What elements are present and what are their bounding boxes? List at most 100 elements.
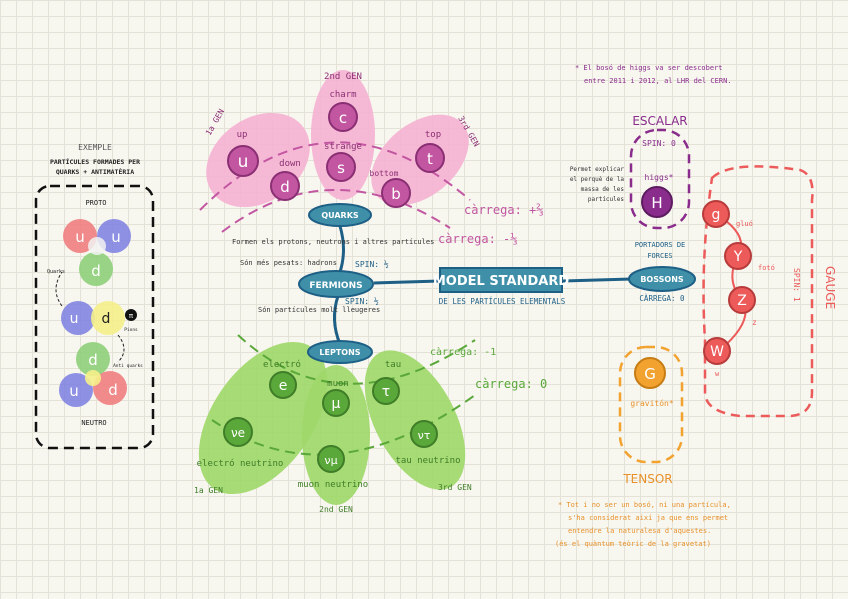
gauge-z-name: z: [752, 318, 757, 327]
gauge-y-symbol: Y: [733, 249, 743, 265]
lepton-e-circle: [269, 371, 297, 399]
lepton-nutau-name: tau neutrino: [395, 456, 460, 466]
lepton-nue-symbol: νe: [231, 426, 245, 440]
proto-d: [79, 252, 113, 286]
higgs-note-4: partícules: [588, 196, 625, 203]
example-box: [34, 184, 155, 450]
lepton-nue-name: electró neutrino: [197, 458, 284, 469]
neutro-u-symbol: u: [69, 382, 79, 400]
example-subtitle-1: PARTÍCULES FORMADES PER: [50, 157, 140, 166]
lepton-mu-circle: [322, 389, 350, 417]
lepton-e-symbol: e: [279, 378, 288, 394]
quarks-group: u d c s t b up down charm strange top bo…: [199, 70, 543, 246]
node-leptons-label: LEPTONS: [319, 348, 360, 357]
lepton-nutau-symbol: ντ: [418, 429, 431, 442]
graviton-circle: [634, 357, 666, 389]
tensor-footnote-4: (és el quàntum teòric de la gravetat): [555, 540, 711, 548]
tensor-footnote-3: entendre la naturalesa d'aquestes.: [568, 527, 711, 535]
higgs-footnote-2: entre 2011 i 2012, al LHR del CERN.: [584, 77, 732, 85]
gauge-chain: [715, 213, 747, 351]
quark-b-circle: [381, 178, 411, 208]
higgs-footnote-1: * El bosó de higgs va ser descobert: [575, 64, 723, 72]
lepton-numu-name: muon neutrino: [298, 480, 368, 490]
stem-leptons: [333, 295, 342, 345]
node-quarks-label: QUARKS: [321, 211, 359, 220]
escalar-spin: SPIN: 0: [642, 139, 676, 148]
higgs-note-3: massa de les: [581, 186, 625, 193]
quarks-mini-label: Quarks: [47, 269, 65, 275]
pi-symbol: π: [129, 312, 134, 320]
lepton-charge-neg: càrrega: -1: [430, 346, 496, 358]
neutro-u: [59, 373, 93, 407]
leptons-note: Són partícules molt lleugeres: [258, 306, 380, 314]
quark-gen2-label: 2nd GEN: [324, 72, 362, 82]
tensor-box: [618, 345, 684, 464]
quarks-note: Formen els protons, neutrons i altres pa…: [232, 238, 434, 246]
pions-label: Pions: [124, 327, 138, 333]
pion-u-symbol: u: [70, 311, 79, 327]
quark-charge-arc-inner: [221, 189, 451, 233]
lepton-gen2-label: 2nd GEN: [319, 505, 353, 514]
quarks-note2: Són més pesats: hadrons: [240, 259, 337, 267]
node-fermions-label: FERMIONS: [309, 281, 362, 291]
lepton-nutau-circle: [410, 420, 438, 448]
fermions-spin: SPIN: ½: [345, 296, 379, 306]
quark-s-symbol: s: [337, 159, 345, 177]
proto-d-symbol: d: [91, 262, 101, 280]
quark-up-name: up: [237, 130, 248, 140]
higgs-circle: [641, 186, 673, 218]
center-subtitle: DE LES PARTÍCULES ELEMENTALS: [439, 297, 566, 306]
tensor-footnote-2: s'ha considerat així ja que ens permet: [568, 514, 728, 522]
quark-charge-arc-outer: [199, 141, 471, 211]
lepton-tau-symbol: τ: [382, 384, 390, 400]
neutro-d-symbol: d: [108, 381, 118, 399]
lepton-gen1-label: 1a GEN: [194, 486, 223, 495]
escalar-label: ESCALAR: [632, 114, 687, 128]
gauge-z-circle: [728, 286, 756, 314]
pion-u: [61, 301, 95, 335]
gauge-z-symbol: Z: [737, 293, 747, 309]
quark-bottom-name: bottom: [370, 169, 399, 178]
pion-arrow-up: [55, 271, 63, 307]
quark-t-symbol: t: [427, 150, 433, 168]
lepton-gen3-label: 3rd GEN: [438, 483, 472, 492]
higgs-note-1: Permet explicar: [570, 166, 625, 173]
stem-quarks: [338, 225, 345, 273]
proto-u2-symbol: u: [111, 228, 121, 246]
quark-charge-neg: càrrega: -⅓: [438, 232, 517, 246]
node-bosons-label: BOSSONS: [640, 275, 684, 284]
lepton-charge-zero: càrrega: 0: [475, 377, 547, 391]
petal-gen2-leptons: [302, 365, 370, 505]
node-leptons: [307, 340, 373, 364]
quark-u-symbol: u: [238, 152, 249, 172]
proto-center: [88, 237, 106, 255]
quark-gen1-label: 1a GEN: [204, 107, 226, 137]
higgs-symbol: H: [651, 194, 662, 212]
higgs-name: higgs*: [645, 173, 674, 182]
higgs-note-2: el perquè de la: [570, 176, 625, 183]
escalar-box: [629, 128, 691, 230]
antiquarks-label: Anti quarks: [113, 363, 143, 369]
lepton-numu-symbol: νμ: [324, 454, 337, 467]
lepton-electro-name: electró: [263, 359, 301, 370]
graviton-symbol: G: [644, 365, 656, 383]
quark-down-name: down: [279, 159, 301, 169]
gauge-g-symbol: g: [712, 207, 721, 223]
stem-center-bosons: [562, 277, 633, 283]
quark-charge-pos: càrrega: +⅔: [464, 203, 543, 217]
gauge-label: GAUGE: [823, 266, 837, 309]
example-title: EXEMPLE: [78, 143, 112, 152]
neutro-d-top-symbol: d: [88, 351, 98, 369]
node-quarks: [308, 203, 372, 227]
lepton-tau-name: tau: [385, 360, 401, 370]
neutro-d: [93, 371, 127, 405]
lepton-mu-symbol: μ: [332, 396, 341, 412]
pion-arrow-down: [117, 334, 125, 363]
center-title: MODEL STANDARD: [433, 274, 569, 289]
lepton-numu-circle: [317, 445, 345, 473]
quark-s-circle: [326, 152, 356, 182]
neutro-d-top: [76, 342, 110, 376]
gauge-y-name: fotó: [758, 264, 775, 272]
